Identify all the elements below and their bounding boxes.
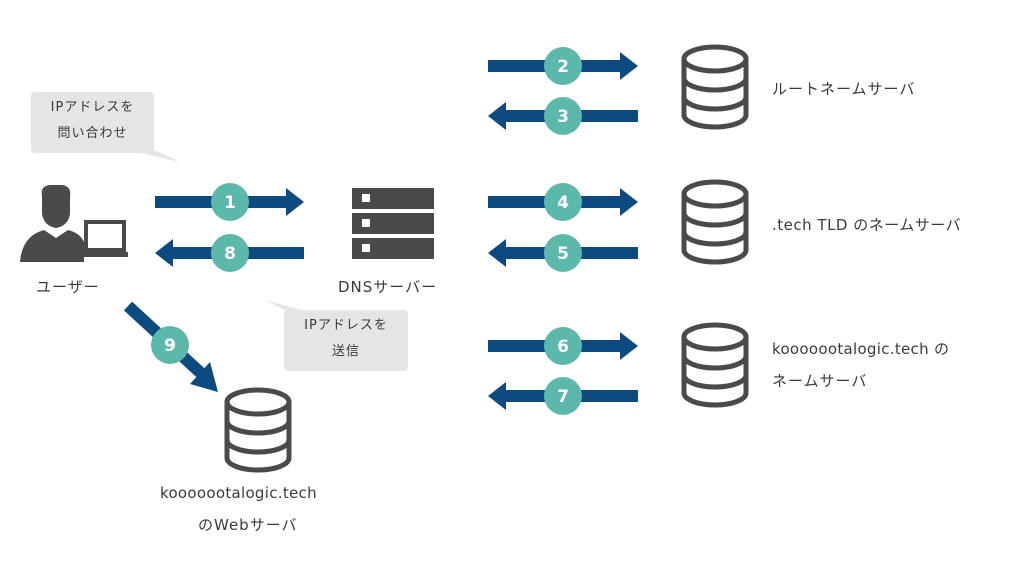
root-server-database-icon [684, 47, 746, 127]
step-2-badge [544, 47, 582, 85]
step-2-number: 2 [557, 57, 569, 77]
step-7-badge [544, 377, 582, 415]
reply-bubble-line1: IPアドレスを [304, 318, 388, 333]
web-server-label-line2: のWebサーバ [198, 516, 298, 534]
step-8-arrow: 8 [155, 234, 304, 272]
reply-bubble: IPアドレスを 送信 [284, 310, 408, 371]
query-bubble-line1: IPアドレスを [50, 100, 135, 115]
step-4-number: 4 [557, 193, 569, 213]
step-6-number: 6 [557, 337, 569, 357]
step-9-badge [151, 326, 189, 364]
step-4-badge [544, 183, 582, 221]
step-3-arrow: 3 [488, 97, 638, 135]
step-9-number: 9 [164, 336, 176, 356]
step-9-arrow: 9 [123, 301, 218, 392]
step-5-arrow: 5 [488, 234, 638, 272]
step-6-arrow: 6 [488, 327, 638, 365]
step-7-number: 7 [557, 387, 569, 407]
step-4-arrow: 4 [488, 183, 638, 221]
step-6-badge [544, 327, 582, 365]
step-7-arrow: 7 [488, 377, 638, 415]
step-1-arrow: 1 [155, 183, 304, 221]
web-server-database-icon [227, 390, 289, 470]
server-rack-icon [352, 188, 434, 259]
step-1-badge [211, 183, 249, 221]
web-server-label-line1: kooooootalogic.tech [160, 484, 317, 502]
dns-server-label: DNSサーバー [338, 278, 438, 296]
tld-server-database-icon [684, 182, 746, 262]
reply-bubble-line2: 送信 [331, 344, 360, 359]
auth-server-label-line2: ネームサーバ [772, 372, 868, 390]
step-3-badge [544, 97, 582, 135]
tld-server-label: .tech TLD のネームサーバ [772, 216, 962, 234]
root-server-label: ルートネームサーバ [772, 80, 916, 98]
query-bubble: IPアドレスを 問い合わせ [31, 92, 154, 153]
step-5-badge [544, 234, 582, 272]
auth-server-database-icon [684, 325, 746, 405]
user-label: ユーザー [36, 278, 100, 296]
step-3-number: 3 [557, 107, 569, 127]
step-8-number: 8 [224, 244, 236, 264]
auth-server-label-line1: kooooootalogic.tech の [772, 340, 950, 358]
user-with-laptop-icon [20, 185, 128, 262]
step-8-badge [211, 234, 249, 272]
query-bubble-line2: 問い合わせ [57, 126, 128, 141]
step-1-number: 1 [224, 193, 236, 213]
step-2-arrow: 2 [488, 47, 638, 85]
step-5-number: 5 [557, 244, 569, 264]
